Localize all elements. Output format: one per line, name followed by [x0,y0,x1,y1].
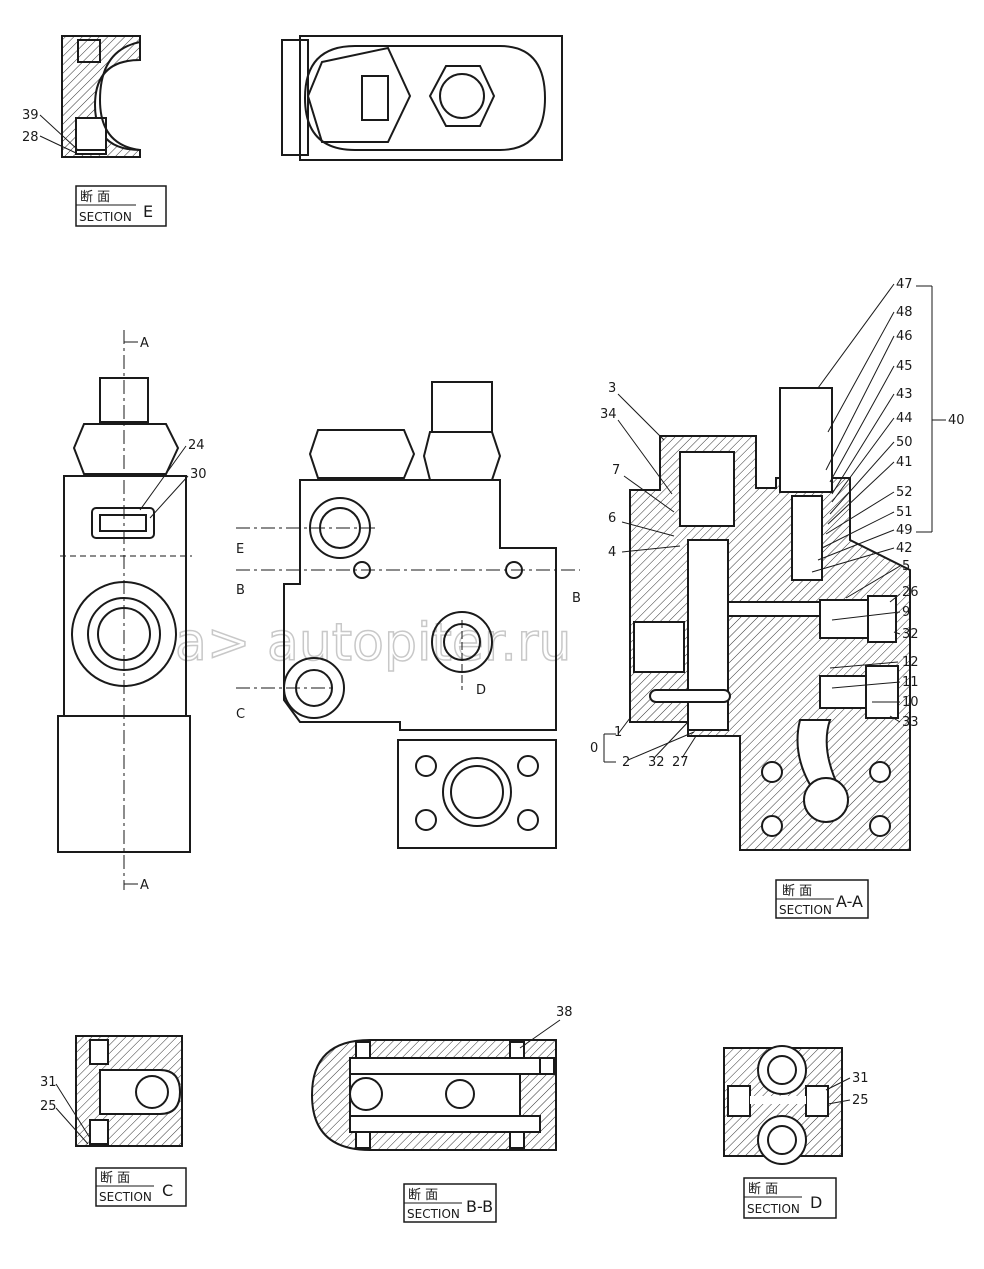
callout-28: 28 [22,130,39,145]
caption-aa-id: A-A [836,892,863,911]
front-cut-lines [236,527,580,690]
callout-40: 40 [948,413,965,428]
section-c-view [75,1035,183,1147]
caption-d-cn: 断 面 [748,1182,778,1197]
cut-mark-e: E [236,542,244,557]
caption-section-e: 断 面 SECTION E [75,185,167,227]
callout-3: 3 [608,381,616,396]
callout-26: 26 [902,585,919,600]
callout-30: 30 [190,467,207,482]
top-plan-view [281,35,563,161]
callout-43: 43 [896,387,913,402]
callout-42: 42 [896,541,913,556]
caption-c-id: C [162,1181,173,1200]
callout-46: 46 [896,329,913,344]
section-d-view [723,1045,843,1165]
caption-bb-id: B-B [466,1197,493,1216]
cut-mark-b-right: B [572,591,581,606]
caption-section-bb: 断 面 SECTION B-B [403,1183,497,1223]
callout-32-a: 32 [902,627,919,642]
callout-39: 39 [22,108,39,123]
caption-bb-cn: 断 面 [408,1188,438,1203]
callout-24: 24 [188,438,205,453]
caption-bb-en: SECTION [407,1207,460,1221]
cut-mark-c: C [236,707,245,722]
callout-2: 2 [622,755,630,770]
caption-section-d: 断 面 SECTION D [743,1177,837,1219]
callout-d-31: 31 [852,1071,869,1086]
caption-c-en: SECTION [99,1190,152,1204]
leader-d-31 [825,1077,851,1091]
leader-c-31 [55,1083,91,1139]
callout-34: 34 [600,407,617,422]
section-aa-view [629,387,911,851]
callout-1: 1 [614,725,622,740]
caption-section-c: 断 面 SECTION C [95,1167,187,1207]
callout-11: 11 [902,675,919,690]
callout-45: 45 [896,359,913,374]
caption-c-cn: 断 面 [100,1171,130,1186]
callout-6: 6 [608,511,616,526]
callout-27: 27 [672,755,689,770]
callout-47: 47 [896,277,913,292]
section-e-view [61,35,141,158]
callout-32-b: 32 [648,755,665,770]
callout-9: 9 [902,605,910,620]
cut-mark-a-top: A [140,336,149,351]
leader-28 [39,135,77,154]
leader-30 [149,475,189,519]
cut-mark-a-bottom: A [140,878,149,893]
caption-section-aa: 断 面 SECTION A-A [775,879,869,919]
callout-c-25: 25 [40,1099,57,1114]
section-bb-view [310,1039,557,1151]
caption-e-en: SECTION [79,210,132,224]
side-view [57,330,192,890]
callout-48: 48 [896,305,913,320]
callout-7: 7 [612,463,620,478]
callout-4: 4 [608,545,616,560]
callout-44: 44 [896,411,913,426]
callout-5: 5 [902,559,910,574]
callout-49: 49 [896,523,913,538]
callout-10: 10 [902,695,919,710]
caption-d-en: SECTION [747,1202,800,1216]
leader-bb-38 [519,1019,561,1049]
watermark-text: a> autopiter.ru [175,613,571,673]
callout-52: 52 [896,485,913,500]
callout-0: 0 [590,741,598,756]
caption-aa-cn: 断 面 [782,884,812,899]
leader-c-25 [55,1107,89,1145]
callout-d-25: 25 [852,1093,869,1108]
callout-33: 33 [902,715,919,730]
callout-12: 12 [902,655,919,670]
leader-d-25 [827,1099,851,1105]
caption-e-cn: 断 面 [80,190,110,205]
caption-e-id: E [143,202,153,221]
section-aa-leaders [603,283,946,763]
leader-39 [39,114,79,151]
callout-c-31: 31 [40,1075,57,1090]
callout-41: 41 [896,455,913,470]
cut-mark-b-left: B [236,583,245,598]
callout-bb-38: 38 [556,1005,573,1020]
caption-d-id: D [810,1193,822,1212]
callout-51: 51 [896,505,913,520]
cut-mark-d: D [476,683,486,698]
caption-aa-en: SECTION [779,903,832,917]
callout-50: 50 [896,435,913,450]
leader-24 [139,445,187,511]
